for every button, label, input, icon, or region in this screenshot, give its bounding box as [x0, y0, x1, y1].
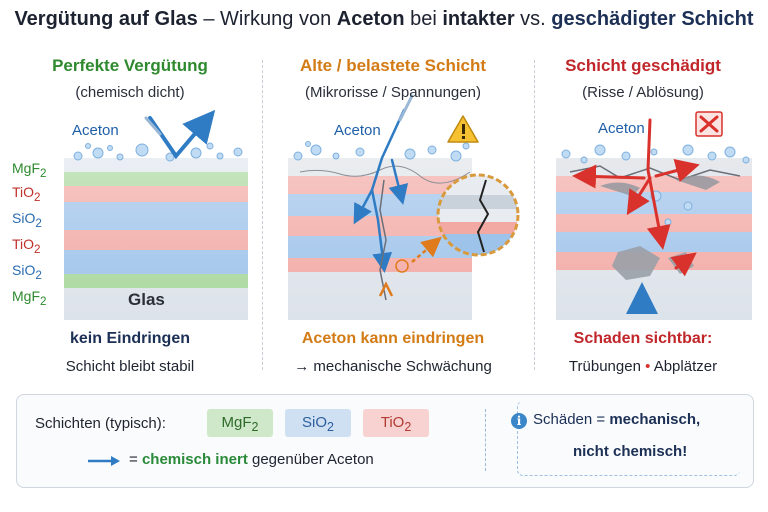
title-part-1: Vergütung auf Glas	[14, 8, 198, 30]
legend-chip-mgf2: MgF2	[207, 409, 273, 437]
legend-chip-sio2: SiO2	[285, 409, 351, 437]
legend-inert-text: = chemisch inert gegenüber Aceton	[129, 451, 374, 468]
diagram-canvas	[64, 94, 752, 320]
title-part-2: – Wirkung von	[197, 8, 337, 30]
panel-3-result-2c: Abplätzer	[653, 358, 718, 375]
legend-chip-tio2: TiO2	[363, 409, 429, 437]
layer-label-mgf2-bottom: MgF2	[12, 288, 47, 308]
legend-separator	[485, 409, 486, 471]
panel-3-result-1: Schaden sichtbar:	[573, 330, 713, 347]
legend-heading: Schichten (typisch):	[35, 415, 166, 432]
panel-2-result-1: Aceton kann eindringen	[301, 330, 485, 347]
bounce-arrow-icon	[148, 109, 216, 160]
droplets-panel-1	[73, 142, 243, 162]
coating-stack-intact	[64, 158, 248, 320]
cross-box-icon	[695, 111, 723, 137]
coating-stack-damaged	[556, 158, 752, 320]
panel-divider-2	[534, 60, 535, 370]
panel-3-title: Schicht geschädigt	[565, 56, 721, 75]
layer-label-mgf2-top: MgF2	[12, 160, 47, 180]
droplets-panel-3	[561, 144, 750, 226]
panel-2-aceton-label: Aceton	[334, 122, 381, 139]
panel-3-result-2a: Trübungen	[568, 358, 641, 375]
damage-arrows	[572, 118, 700, 277]
panel-1-aceton-label: Aceton	[72, 122, 119, 139]
panel-1-subtitle: (chemisch dicht)	[75, 84, 185, 101]
incoming-ray	[144, 116, 162, 136]
panel-divider-1	[262, 60, 263, 370]
title-part-4: bei	[404, 8, 443, 30]
stress-loop	[395, 259, 409, 273]
bullet-separator: •	[645, 358, 651, 375]
legend-inert-highlight: chemisch inert	[141, 451, 248, 468]
panel-3-aceton-label: Aceton	[598, 120, 645, 137]
note-line-1: Schäden = mechanisch,	[533, 411, 701, 428]
title-part-6: vs.	[514, 8, 552, 30]
warning-triangle-icon	[447, 115, 479, 143]
page-title: Vergütung auf Glas – Wirkung von Aceton …	[0, 8, 768, 31]
zoom-connector	[411, 236, 442, 263]
droplets-panel-2	[293, 141, 470, 162]
panel-3-result-2: Trübungen • Abplätzer	[518, 358, 768, 375]
layer-label-tio2-1: TiO2	[12, 184, 41, 204]
panel-1-title: Perfekte Vergütung	[52, 56, 208, 75]
layer-label-sio2-1: SiO2	[12, 210, 42, 230]
panel-2-title: Alte / belastete Schicht	[299, 56, 487, 75]
panel-2-result-2: → mechanische Schwächung	[294, 358, 492, 375]
note-line-2: nicht chemisch!	[573, 443, 688, 460]
title-part-3: Aceton	[336, 8, 405, 30]
legend-arrow-icon	[88, 456, 120, 466]
layer-label-tio2-2: TiO2	[12, 236, 41, 256]
panel-3-subtitle: (Risse / Ablösung)	[582, 84, 704, 101]
legend-box: Schichten (typisch): MgF2 SiO2 TiO2 = ch…	[16, 394, 754, 488]
layer-label-sio2-2: SiO2	[12, 262, 42, 282]
panel-1-result-1: kein Eindringen	[69, 330, 190, 347]
penetration-arrows	[353, 108, 409, 273]
title-part-5: intakter	[442, 8, 515, 30]
stress-marker	[378, 281, 394, 297]
crack-line	[379, 179, 387, 301]
glass-label: Glas	[128, 290, 165, 309]
title-part-7: geschädigter Schicht	[551, 8, 754, 30]
note-callout	[517, 401, 740, 476]
panel-2-subtitle: (Mikrorisse / Spannungen)	[305, 84, 481, 101]
incoming-ray-2	[398, 94, 414, 122]
info-icon: i	[511, 413, 527, 429]
magnifier-inset	[436, 173, 520, 257]
panel-1-result-2: Schicht bleibt stabil	[65, 358, 195, 375]
